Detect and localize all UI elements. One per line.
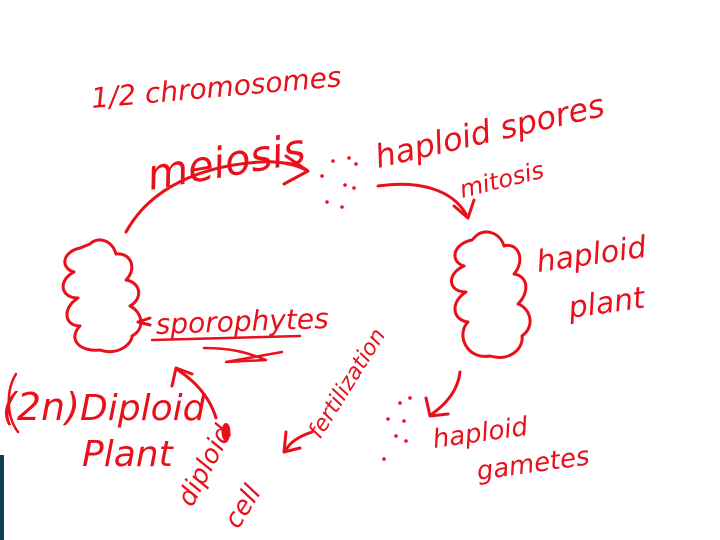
meiosis-arrowhead <box>282 154 310 186</box>
diploid-plant-label-line2: Plant <box>82 434 175 475</box>
diploid-plant-label-line1: Diploid <box>80 388 207 429</box>
gametes-arrow <box>430 370 462 416</box>
cell-to-plant-arrow <box>176 368 218 420</box>
sporophytes-underline <box>150 334 302 364</box>
haploid-plant-label-line2: plant <box>565 280 648 326</box>
meiosis-arrow <box>124 160 308 234</box>
edge-bar <box>0 455 4 540</box>
haploid-gametes-label-line1: haploid <box>431 412 531 455</box>
fertilization-label: fertilization <box>304 324 391 443</box>
cell-to-plant-arrowhead <box>170 366 194 388</box>
haploid-spores-label: haploid spores <box>371 86 608 176</box>
diploid-plant-shape <box>61 238 143 353</box>
fertilization-arrow <box>284 430 314 452</box>
diploid-cell-label-line2: cell <box>218 479 268 533</box>
mitosis-arrow <box>376 182 468 216</box>
haploid-gametes-label-line2: gametes <box>475 441 592 487</box>
diploid-slash <box>7 372 20 434</box>
sporophytes-pointer <box>136 316 152 327</box>
diploid-cell-shape <box>221 423 231 441</box>
mitosis-arrowhead <box>452 198 476 220</box>
gametes-arrowhead <box>424 396 450 418</box>
gamete-dots <box>382 396 412 461</box>
diploid-symbol-label: (2n) <box>2 385 80 429</box>
sporophytes-label: sporophytes <box>155 302 329 341</box>
haploid-plant-label-line1: haploid <box>534 230 649 280</box>
spore-dots <box>320 156 358 209</box>
half-chromosomes-label: 1/2 chromosomes <box>90 60 343 115</box>
fertilization-arrowhead <box>282 430 302 454</box>
haploid-plant-shape <box>450 230 532 359</box>
mitosis-label: mitosis <box>457 156 547 204</box>
